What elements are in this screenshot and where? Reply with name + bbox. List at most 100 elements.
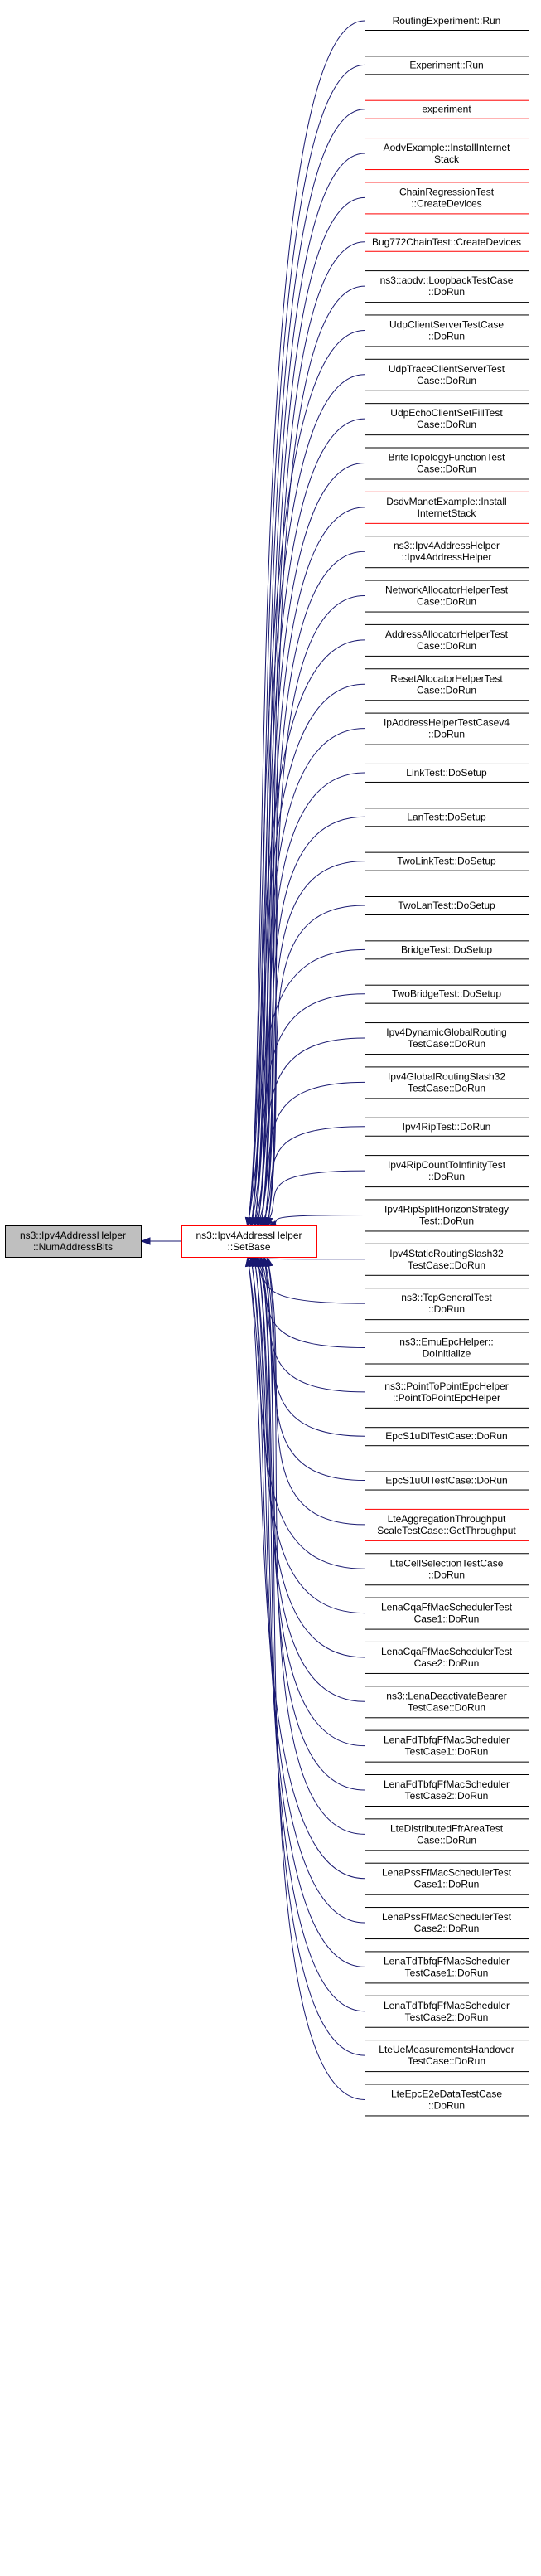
caller-node-19-box: [365, 808, 529, 827]
caller-node-3-box: [365, 99, 529, 119]
caller-node-22-edge: [247, 948, 365, 1227]
caller-node-48-edge: [263, 1257, 365, 2100]
caller-node-1-edge: [247, 20, 365, 1227]
caller-node-12-box: [365, 491, 529, 524]
caller-node-10-edge: [254, 418, 365, 1227]
caller-node-1[interactable]: RoutingExperiment::Run: [365, 12, 529, 31]
caller-node-42-box: [365, 1818, 529, 1851]
node-ns3-ipv4addresshelper-numaddressbits[interactable]: ns3::Ipv4AddressHelper::NumAddressBits: [5, 1225, 142, 1258]
caller-node-48-box: [365, 2084, 529, 2117]
caller-node-23[interactable]: TwoBridgeTest::DoSetup: [365, 984, 529, 1004]
caller-node-22[interactable]: BridgeTest::DoSetup: [365, 940, 529, 960]
caller-node-14-label-1: NetworkAllocatorHelperTest: [385, 585, 509, 596]
caller-node-32[interactable]: ns3::PointToPointEpcHelper::PointToPoint…: [365, 1375, 529, 1409]
caller-node-23-box: [365, 984, 529, 1004]
caller-node-14-label-2: Case::DoRun: [417, 596, 476, 608]
caller-node-9-label-1: UdpTraceClientServerTest: [389, 363, 505, 375]
node-ns3-ipv4addresshelper-setbase[interactable]: ns3::Ipv4AddressHelper::SetBase: [181, 1225, 317, 1258]
caller-node-36[interactable]: LteCellSelectionTestCase::DoRun: [365, 1553, 529, 1586]
caller-node-26-label-1: Ipv4RipTest::DoRun: [403, 1121, 491, 1133]
caller-node-33-label-1: EpcS1uDlTestCase::DoRun: [385, 1430, 507, 1442]
caller-node-32-label-1: ns3::PointToPointEpcHelper: [384, 1380, 508, 1392]
caller-node-23-edge: [250, 993, 365, 1227]
caller-node-18-label-1: LinkTest::DoSetup: [406, 767, 487, 779]
caller-node-22-label-1: BridgeTest::DoSetup: [401, 944, 492, 955]
caller-node-35-box: [365, 1508, 529, 1541]
caller-node-48-label-1: LteEpcE2eDataTestCase: [391, 2088, 502, 2099]
caller-node-2[interactable]: Experiment::Run: [365, 56, 529, 75]
caller-node-21-edge: [267, 905, 365, 1227]
caller-node-9-label-2: Case::DoRun: [417, 375, 476, 386]
nodes-layer: ns3::Ipv4AddressHelper::NumAddressBitsns…: [5, 12, 529, 2117]
caller-node-31[interactable]: ns3::EmuEpcHelper::DoInitialize: [365, 1332, 529, 1365]
caller-node-8[interactable]: UdpClientServerTestCase::DoRun: [365, 314, 529, 347]
caller-node-41-label-1: LenaFdTbfqFfMacScheduler: [384, 1778, 510, 1790]
caller-node-34-box: [365, 1471, 529, 1491]
caller-node-33[interactable]: EpcS1uDlTestCase::DoRun: [365, 1427, 529, 1447]
caller-node-36-box: [365, 1553, 529, 1586]
caller-node-34[interactable]: EpcS1uUlTestCase::DoRun: [365, 1471, 529, 1491]
caller-node-48[interactable]: LteEpcE2eDataTestCase::DoRun: [365, 2084, 529, 2117]
caller-node-21[interactable]: TwoLanTest::DoSetup: [365, 896, 529, 915]
caller-node-20-edge: [263, 861, 365, 1227]
caller-node-20-label-1: TwoLinkTest::DoSetup: [397, 856, 496, 867]
caller-node-20[interactable]: TwoLinkTest::DoSetup: [365, 851, 529, 871]
caller-node-46-label-2: TestCase2::DoRun: [405, 2011, 489, 2023]
caller-node-19-edge: [260, 816, 365, 1227]
node-ns3-ipv4addresshelper-setbase-label-1: ns3::Ipv4AddressHelper: [196, 1230, 302, 1241]
caller-node-19[interactable]: LanTest::DoSetup: [365, 808, 529, 827]
caller-node-1-box: [365, 12, 529, 31]
caller-node-30-label-2: ::DoRun: [428, 1303, 465, 1315]
edge-setbase-to-numaddressbits-arrow: [140, 1237, 151, 1245]
caller-node-8-label-1: UdpClientServerTestCase: [389, 318, 504, 330]
caller-node-25-label-2: TestCase::DoRun: [408, 1082, 485, 1094]
caller-node-7-edge: [267, 285, 365, 1227]
caller-node-5-label-2: ::CreateDevices: [411, 197, 481, 209]
caller-node-40-label-1: LenaFdTbfqFfMacScheduler: [384, 1734, 510, 1746]
caller-node-17[interactable]: IpAddressHelperTestCasev4::DoRun: [365, 712, 529, 745]
caller-node-27[interactable]: Ipv4RipCountToInfinityTest::DoRun: [365, 1155, 529, 1188]
caller-node-29-box: [365, 1243, 529, 1276]
caller-node-6[interactable]: Bug772ChainTest::CreateDevices: [365, 232, 529, 252]
caller-node-3[interactable]: experiment: [365, 99, 529, 119]
caller-node-18[interactable]: LinkTest::DoSetup: [365, 763, 529, 783]
caller-node-34-edge: [263, 1257, 365, 1482]
caller-node-10-label-2: Case::DoRun: [417, 419, 476, 430]
caller-node-13[interactable]: ns3::Ipv4AddressHelper::Ipv4AddressHelpe…: [365, 536, 529, 569]
caller-node-17-label-1: IpAddressHelperTestCasev4: [384, 717, 510, 729]
caller-node-5[interactable]: ChainRegressionTest::CreateDevices: [365, 182, 529, 215]
node-ns3-ipv4addresshelper-setbase-box: [181, 1225, 317, 1258]
caller-node-38-box: [365, 1641, 529, 1674]
caller-node-42-edge: [267, 1257, 365, 1835]
caller-node-48-edge-arrow: [261, 1256, 270, 1268]
caller-node-26[interactable]: Ipv4RipTest::DoRun: [365, 1117, 529, 1137]
caller-node-35[interactable]: LteAggregationThroughputScaleTestCase::G…: [365, 1508, 529, 1541]
caller-node-7[interactable]: ns3::aodv::LoopbackTestCase::DoRun: [365, 270, 529, 303]
caller-node-26-box: [365, 1117, 529, 1137]
caller-node-30[interactable]: ns3::TcpGeneralTest::DoRun: [365, 1288, 529, 1321]
caller-node-48-label-2: ::DoRun: [428, 2099, 465, 2111]
